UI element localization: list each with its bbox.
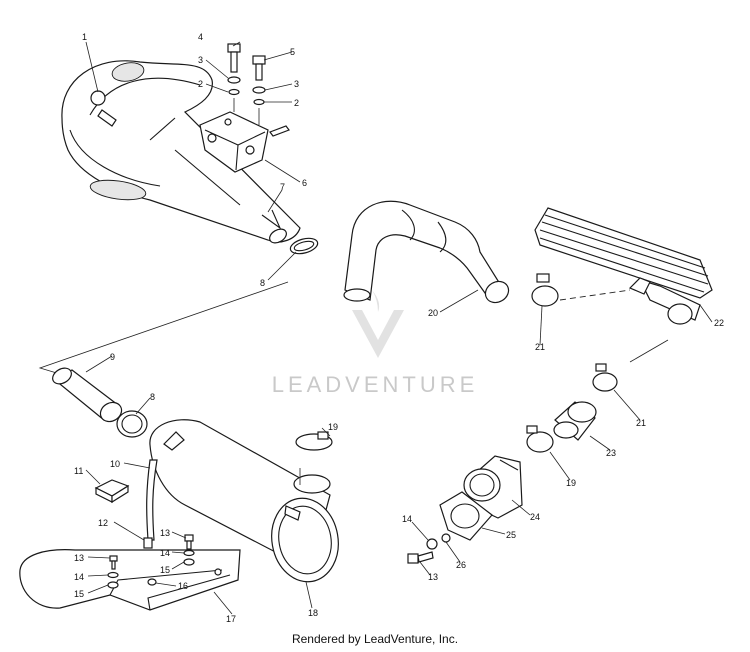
- rubber-coupler: [553, 401, 597, 441]
- callout-14: 14: [402, 514, 412, 524]
- callout-3: 3: [294, 79, 299, 89]
- footer-credit: Rendered by LeadVenture, Inc.: [291, 632, 459, 646]
- callout-13: 13: [428, 572, 438, 582]
- callout-21: 21: [636, 418, 646, 428]
- callout-4: 4: [198, 32, 203, 42]
- clamp-ring-lower: [116, 410, 148, 438]
- bolt-5: [252, 55, 266, 125]
- callout-22: 22: [714, 318, 724, 328]
- hose-clamp-muffler: [295, 431, 333, 451]
- flange-block: [199, 111, 290, 173]
- callout-20: 20: [428, 308, 438, 318]
- callout-13: 13: [74, 553, 84, 563]
- callout-12: 12: [98, 518, 108, 528]
- expansion-chamber: [61, 60, 301, 244]
- outlet-tube: [52, 367, 123, 423]
- callout-3: 3: [198, 55, 203, 65]
- muffler: [149, 419, 339, 583]
- callout-11: 11: [74, 466, 83, 476]
- callout-25: 25: [506, 530, 516, 540]
- callout-19: 19: [566, 478, 576, 488]
- callout-26: 26: [456, 560, 466, 570]
- callout-8: 8: [150, 392, 155, 402]
- bolt-washer-group-right: [407, 533, 451, 564]
- callout-7: 7: [280, 182, 285, 192]
- hose-clamp-upper: [531, 273, 559, 307]
- callout-19: 19: [328, 422, 338, 432]
- leader-lines: [85, 41, 713, 615]
- callout-15: 15: [74, 589, 84, 599]
- callout-24: 24: [530, 512, 540, 522]
- callout-14: 14: [74, 572, 84, 582]
- mounting-strap: [146, 459, 158, 541]
- callout-6: 6: [302, 178, 307, 188]
- clamp-ring-upper: [289, 237, 319, 255]
- rubber-pad: [94, 479, 130, 504]
- hose-clamp-right: [526, 425, 554, 453]
- callout-9: 9: [110, 352, 115, 362]
- callout-21: 21: [535, 342, 545, 352]
- callout-10: 10: [110, 459, 120, 469]
- callout-5: 5: [290, 47, 295, 57]
- watermark-brand: LEADVENTURE: [272, 372, 479, 397]
- hose-clamp-lower: [592, 363, 618, 392]
- callout-8: 8: [260, 278, 265, 288]
- callout-16: 16: [178, 581, 188, 591]
- callout-14: 14: [160, 548, 170, 558]
- outlet-housing: [463, 455, 523, 519]
- callout-labels: 1 4 5 3 3 2 2 6 7 8 20 21 22 9 8 19 21 2…: [74, 32, 724, 624]
- mounting-bracket: [19, 549, 241, 611]
- callout-18: 18: [308, 608, 318, 618]
- bolt-4: [227, 43, 241, 112]
- fastener-group-center: [147, 534, 195, 586]
- callout-15: 15: [160, 565, 170, 575]
- gasket-plate: [439, 491, 493, 541]
- cooler-tube-assembly: [534, 207, 713, 325]
- callout-2: 2: [198, 79, 203, 89]
- strap-end: [143, 537, 153, 549]
- chamber-fitting: [90, 90, 117, 127]
- watermark: LEADVENTURE: [272, 290, 479, 397]
- callout-1: 1: [82, 32, 87, 42]
- bent-hose: [343, 200, 510, 304]
- callout-17: 17: [226, 614, 236, 624]
- callout-2: 2: [294, 98, 299, 108]
- callout-23: 23: [606, 448, 616, 458]
- callout-13: 13: [160, 528, 170, 538]
